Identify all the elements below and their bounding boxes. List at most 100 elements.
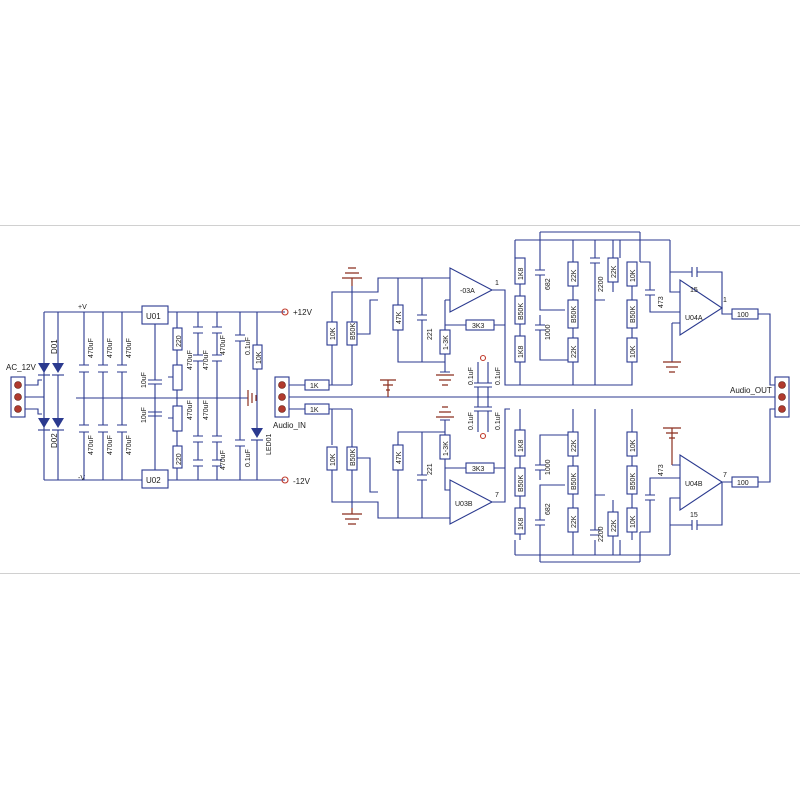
- svg-text:10K: 10K: [630, 269, 637, 282]
- svg-text:47K: 47K: [396, 311, 403, 324]
- svg-text:22K: 22K: [611, 265, 618, 278]
- led-diode: [251, 428, 263, 441]
- resistor-47k-top: [392, 304, 404, 331]
- svg-text:10K: 10K: [630, 439, 637, 452]
- svg-text:B50K: B50K: [518, 303, 525, 320]
- cap-0p1-top: 0.1uF: [245, 337, 252, 355]
- cap-10uf-1: 10uF: [141, 372, 148, 388]
- svg-text:221: 221: [427, 328, 434, 340]
- audio-in-label: Audio_IN: [273, 421, 306, 430]
- resistor-47k-bottom: [392, 444, 404, 471]
- diode-d01: [38, 363, 64, 376]
- resistor-mid-top: [172, 364, 183, 391]
- svg-text:B50K: B50K: [350, 449, 357, 466]
- svg-text:473: 473: [658, 296, 665, 308]
- audio-in-connector[interactable]: [274, 376, 290, 418]
- audio-out-connector[interactable]: [774, 376, 790, 418]
- resistor-mid-bottom: [172, 405, 183, 432]
- svg-text:B50K: B50K: [518, 475, 525, 492]
- resistor-10k-in-top: [326, 321, 338, 346]
- svg-text:15: 15: [690, 512, 698, 519]
- svg-text:15: 15: [690, 287, 698, 294]
- audio-out-label: Audio_OUT: [730, 386, 772, 395]
- resistor-10k-in-bottom: [326, 446, 338, 471]
- svg-text:7: 7: [723, 472, 727, 479]
- ground-upper-input: [342, 267, 362, 286]
- opamp-u03a-label: -03A: [460, 288, 475, 295]
- cap-470-3: 470uF: [126, 338, 133, 358]
- ground-u04b: [663, 427, 681, 465]
- svg-text:10K: 10K: [630, 345, 637, 358]
- svg-text:220: 220: [176, 453, 183, 465]
- led-label: LED01: [266, 433, 273, 455]
- ac-input-connector[interactable]: [10, 376, 26, 418]
- cap-470-1: 470uF: [88, 338, 95, 358]
- svg-text:470uF: 470uF: [220, 335, 227, 355]
- ground-lower-input: [342, 508, 362, 525]
- pos-rail-terminal: [281, 308, 289, 316]
- regulator-u01-label: U01: [146, 312, 161, 321]
- svg-text:0.1uF: 0.1uF: [468, 412, 475, 430]
- svg-text:10K: 10K: [330, 327, 337, 340]
- svg-text:0.1uF: 0.1uF: [468, 367, 475, 385]
- svg-text:B50K: B50K: [350, 323, 357, 340]
- svg-text:47K: 47K: [396, 451, 403, 464]
- svg-text:3K3: 3K3: [472, 466, 485, 473]
- svg-text:682: 682: [545, 503, 552, 515]
- svg-text:22K: 22K: [571, 345, 578, 358]
- regulator-u02-label: U02: [146, 476, 161, 485]
- svg-text:0.1uF: 0.1uF: [495, 412, 502, 430]
- svg-text:2200: 2200: [598, 526, 605, 542]
- opamp-u04b-label: U04B: [685, 481, 703, 488]
- neg-rail-label: -12V: [293, 477, 311, 486]
- cap-470-2: 470uF: [107, 338, 114, 358]
- diode-d02-label: D02: [50, 433, 59, 448]
- svg-text:682: 682: [545, 278, 552, 290]
- cap-10uf-2: 10uF: [141, 407, 148, 423]
- svg-text:470uF: 470uF: [203, 400, 210, 420]
- svg-text:1K8: 1K8: [518, 439, 525, 452]
- svg-text:B50K: B50K: [571, 473, 578, 490]
- svg-text:220: 220: [176, 335, 183, 347]
- opamp-u04a: [679, 278, 724, 337]
- opamp-decoupling-caps: [474, 354, 492, 440]
- svg-text:1-3K: 1-3K: [443, 335, 450, 350]
- svg-text:100: 100: [737, 312, 749, 319]
- svg-text:1K: 1K: [310, 383, 319, 390]
- svg-text:7: 7: [495, 492, 499, 499]
- svg-text:1K: 1K: [310, 407, 319, 414]
- diode-d01-label: D01: [50, 339, 59, 354]
- cap-0p1-bottom: 0.1uF: [245, 449, 252, 467]
- neg-rail-terminal: [281, 476, 289, 484]
- svg-text:470uF: 470uF: [187, 350, 194, 370]
- svg-text:470uF: 470uF: [187, 400, 194, 420]
- svg-text:1K8: 1K8: [518, 517, 525, 530]
- pos-rail-label: +12V: [293, 308, 313, 317]
- svg-text:3K3: 3K3: [472, 323, 485, 330]
- v-plus-label: +V: [78, 304, 87, 311]
- svg-text:473: 473: [658, 464, 665, 476]
- svg-text:10K: 10K: [330, 453, 337, 466]
- top-band-border: [0, 225, 800, 226]
- cap-470-5: 470uF: [107, 435, 114, 455]
- svg-text:1: 1: [495, 280, 499, 287]
- svg-text:470uF: 470uF: [220, 450, 227, 470]
- svg-text:1-3K: 1-3K: [443, 441, 450, 456]
- svg-text:470uF: 470uF: [203, 350, 210, 370]
- svg-text:10K: 10K: [630, 515, 637, 528]
- filter-caps: [76, 312, 230, 480]
- ground-mid-left: [230, 390, 257, 406]
- svg-text:10K: 10K: [256, 351, 263, 364]
- svg-text:2200: 2200: [598, 276, 605, 292]
- cap-470-4: 470uF: [88, 435, 95, 455]
- bottom-band-border: [0, 573, 800, 574]
- svg-text:1K8: 1K8: [518, 267, 525, 280]
- decoupling-caps: [193, 312, 222, 480]
- ac-input-label: AC_12V: [6, 363, 36, 372]
- svg-text:B50K: B50K: [571, 306, 578, 323]
- diode-d02: [38, 418, 64, 431]
- opamp-u03a: [449, 267, 494, 313]
- ground-u03b: [436, 406, 454, 418]
- svg-text:22K: 22K: [571, 439, 578, 452]
